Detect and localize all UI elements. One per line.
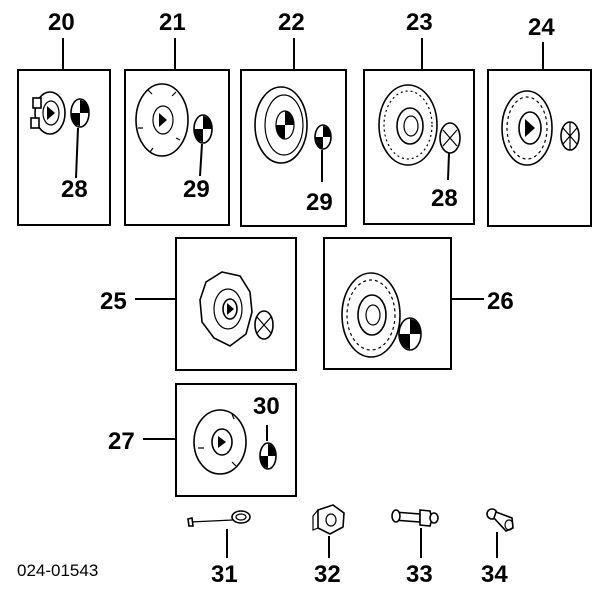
- part-34-valve-cap: 34: [481, 508, 514, 588]
- panel-26: [323, 237, 452, 370]
- callout-29b: 29: [306, 189, 333, 216]
- callout-33: 33: [406, 561, 433, 588]
- part-22-hubcap: [254, 86, 308, 164]
- part-28-emblem: [439, 122, 461, 154]
- callout-34: 34: [481, 561, 508, 588]
- part-25-center-cap: [199, 271, 253, 347]
- part-29-emblem: [314, 124, 332, 150]
- callout-28a: 28: [61, 176, 88, 203]
- callout-21: 21: [159, 9, 186, 36]
- part-29-emblem: [193, 114, 213, 144]
- panel-24: [487, 69, 592, 227]
- callout-30: 30: [253, 393, 280, 420]
- part-21-cover: [135, 83, 189, 157]
- part-23-hubcap: [378, 84, 438, 166]
- callout-23: 23: [406, 9, 433, 36]
- part-24-hubcap: [501, 90, 553, 166]
- part-33-valve-stem: 33: [391, 509, 439, 588]
- panel-27: 30: [175, 383, 297, 497]
- diagram-code: 024-01543: [17, 561, 98, 580]
- part-28-emblem: [70, 98, 90, 128]
- panel-20: 28: [17, 69, 111, 226]
- part-26-hubcap: [341, 272, 401, 358]
- callout-31: 31: [211, 561, 238, 588]
- callout-24: 24: [528, 14, 555, 41]
- part-26-emblem: [398, 317, 422, 351]
- part-30-emblem: [259, 442, 277, 470]
- callout-26: 26: [487, 288, 514, 315]
- part-32-lug-nut: 32: [312, 504, 345, 588]
- callout-25: 25: [100, 288, 127, 315]
- panel-25: [175, 237, 297, 371]
- panel-22: 29: [240, 69, 347, 227]
- callout-22: 22: [278, 9, 305, 36]
- part-31-removal-tool: 31: [187, 510, 251, 588]
- part-25-emblem: [254, 310, 274, 340]
- panel-21: 29: [124, 69, 230, 226]
- callout-20: 20: [48, 9, 75, 36]
- part-20-cap: [30, 91, 66, 135]
- callout-32: 32: [314, 561, 341, 588]
- panel-23: 28: [363, 69, 475, 225]
- callout-27: 27: [108, 428, 135, 455]
- part-27-center-cap: [193, 409, 247, 475]
- callout-28b: 28: [431, 185, 458, 212]
- part-24-emblem: [560, 121, 580, 151]
- callout-29a: 29: [183, 176, 210, 203]
